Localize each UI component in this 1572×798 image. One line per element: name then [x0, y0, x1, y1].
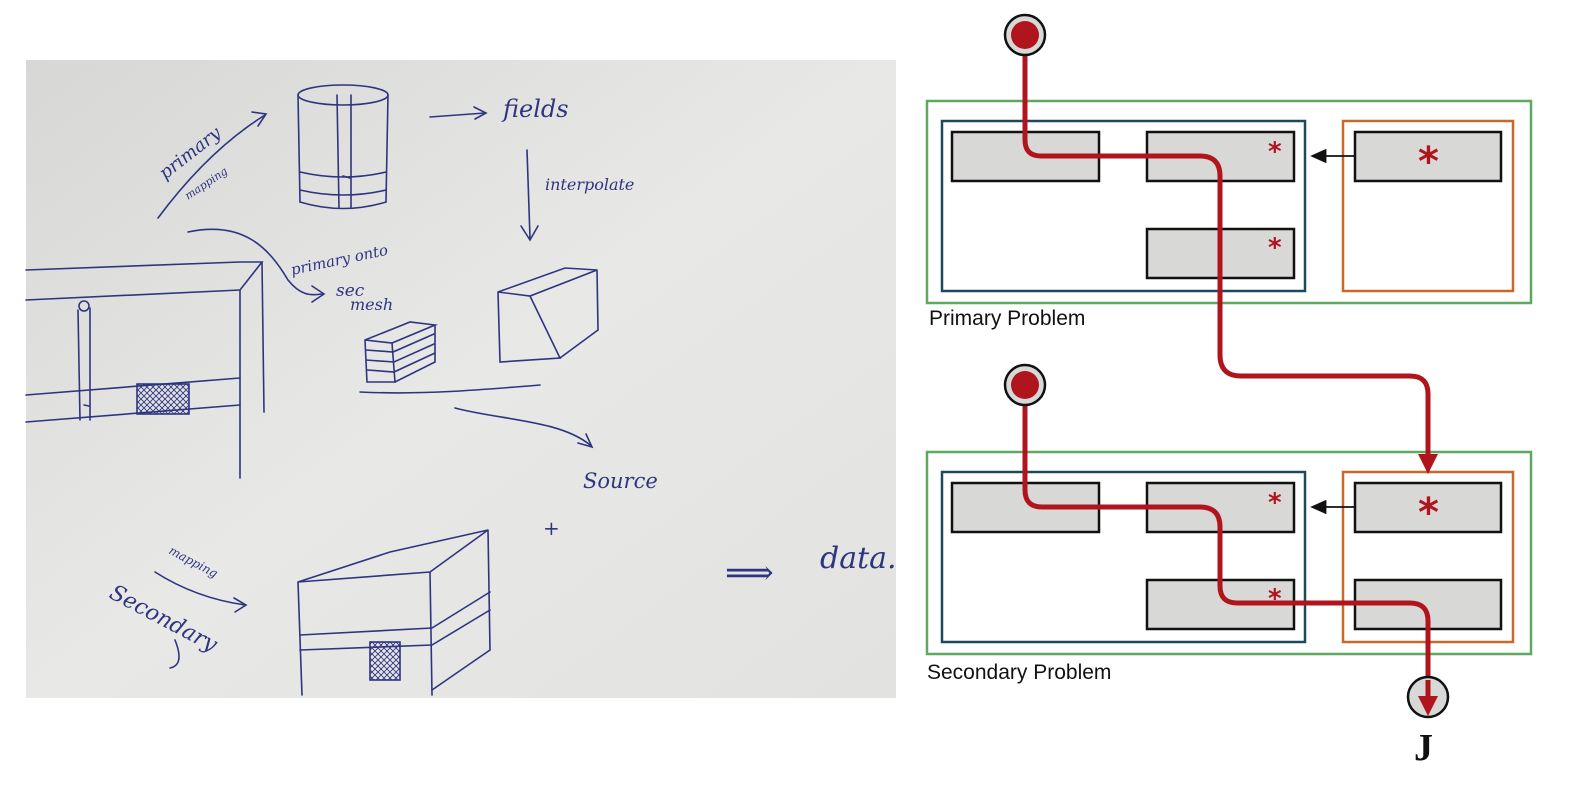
- primary-onto-arrowhead: [311, 285, 326, 303]
- primary-problem-label: Primary Problem: [929, 307, 1085, 330]
- schematic-diagram: * * * Primary Problem * * * Secondary Pr…: [925, 13, 1533, 769]
- primary-inner-box: [940, 119, 1307, 293]
- objective-label: J: [1414, 727, 1433, 769]
- secondary-source-node-core: [1011, 371, 1039, 399]
- fields-label: fields: [501, 95, 569, 123]
- source-brace-left: [359, 384, 541, 394]
- interpolate-arrowhead: [520, 225, 539, 242]
- implies-label: ⟹: [725, 553, 774, 593]
- star-marker-large: *: [1418, 139, 1439, 185]
- primary-mapping-arrow: [157, 114, 266, 219]
- secondary-mapping-arrow: [154, 571, 246, 606]
- secondary-mapping-arrowhead: [233, 597, 248, 613]
- primary-mapping-arrowhead: [251, 111, 268, 127]
- star-marker-large: *: [1418, 490, 1439, 536]
- interpolate-label: interpolate: [545, 175, 634, 194]
- plus-label: +: [543, 516, 560, 540]
- secondary-flow-path: [1022, 382, 1431, 683]
- star-marker: *: [1268, 233, 1282, 263]
- source-arrow: [454, 407, 591, 446]
- primary-side-box: [1341, 119, 1515, 293]
- primary-outer-box: [925, 99, 1533, 305]
- secondary-problem: * * * Secondary Problem: [925, 450, 1533, 684]
- interpolate-arrow: [526, 149, 531, 239]
- primary-flow-arrowhead: [1418, 454, 1438, 474]
- secondary-inner-box: [940, 470, 1307, 644]
- primary-flow-path: [1022, 32, 1431, 458]
- source-arrowhead: [577, 433, 594, 449]
- primary-problem: * * * Primary Problem: [925, 99, 1533, 330]
- source-label: Source: [583, 469, 658, 493]
- secondary-outer-box: [925, 450, 1533, 656]
- sketch-drawings: [25, 84, 599, 696]
- secondary-side-cell-1: [1353, 481, 1503, 534]
- secondary-block-sketch: [297, 529, 491, 696]
- data-label: data.: [820, 541, 897, 576]
- secondary-problem-label: Secondary Problem: [927, 661, 1111, 684]
- cylinder-sketch: [297, 84, 389, 210]
- secondary-underline: [169, 639, 180, 669]
- objective-arrowhead: [1418, 696, 1438, 716]
- star-marker: *: [1268, 584, 1282, 614]
- sketch-photo: primary mapping fields interpolate prima…: [25, 60, 897, 698]
- primary-onto-label-line2: sec: [336, 281, 365, 301]
- primary-onto-arrow: [187, 228, 323, 296]
- star-marker: *: [1268, 488, 1282, 518]
- fields-arrow: [429, 112, 486, 118]
- layered-block-sketch: [364, 321, 439, 383]
- primary-domain-sketch: [25, 261, 265, 479]
- star-marker: *: [1268, 137, 1282, 167]
- primary-source-node-core: [1011, 21, 1039, 49]
- cube-sketch: [497, 267, 599, 363]
- fields-arrowhead: [473, 106, 488, 120]
- primary-onto-label-line3: mesh: [350, 295, 393, 314]
- flow-paths: [1022, 32, 1431, 683]
- primary-side-cell: [1353, 130, 1503, 183]
- paper-background: [26, 60, 896, 698]
